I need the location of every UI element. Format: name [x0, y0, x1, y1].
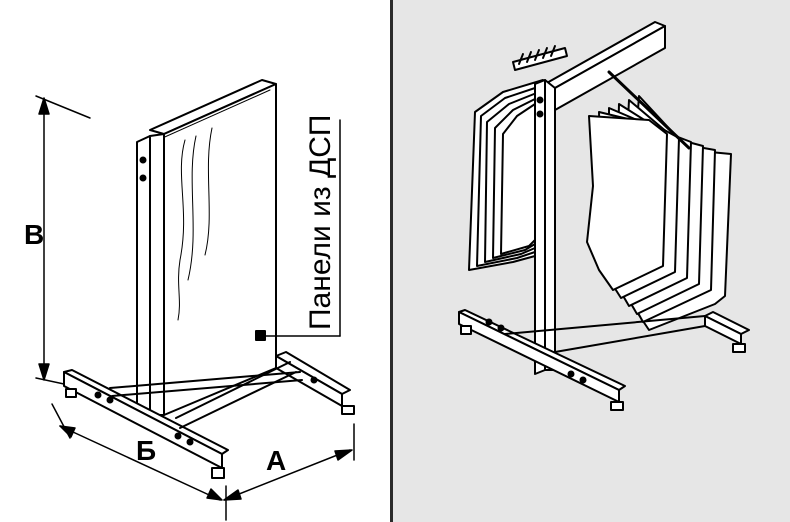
stand-base	[63, 351, 355, 479]
panel-caption: Панели из ДСП	[304, 115, 337, 331]
dimension-a-label: А	[266, 445, 286, 476]
left-panel-stack	[468, 79, 544, 271]
right-panel-stack	[586, 95, 732, 331]
dimension-lines	[35, 95, 355, 521]
dimension-b-label: Б	[136, 435, 156, 466]
loaded-stand-drawing	[458, 21, 750, 411]
swing-arm	[607, 70, 691, 150]
panel-divider	[390, 0, 393, 522]
upright-post	[136, 133, 165, 421]
chipboard-panel	[149, 79, 277, 416]
stand-dimension-drawing: В Б А Панели из ДСП	[24, 79, 355, 521]
panel-leader-marker	[255, 330, 266, 341]
stand-base	[458, 309, 750, 411]
dimension-v-label: В	[24, 219, 44, 250]
